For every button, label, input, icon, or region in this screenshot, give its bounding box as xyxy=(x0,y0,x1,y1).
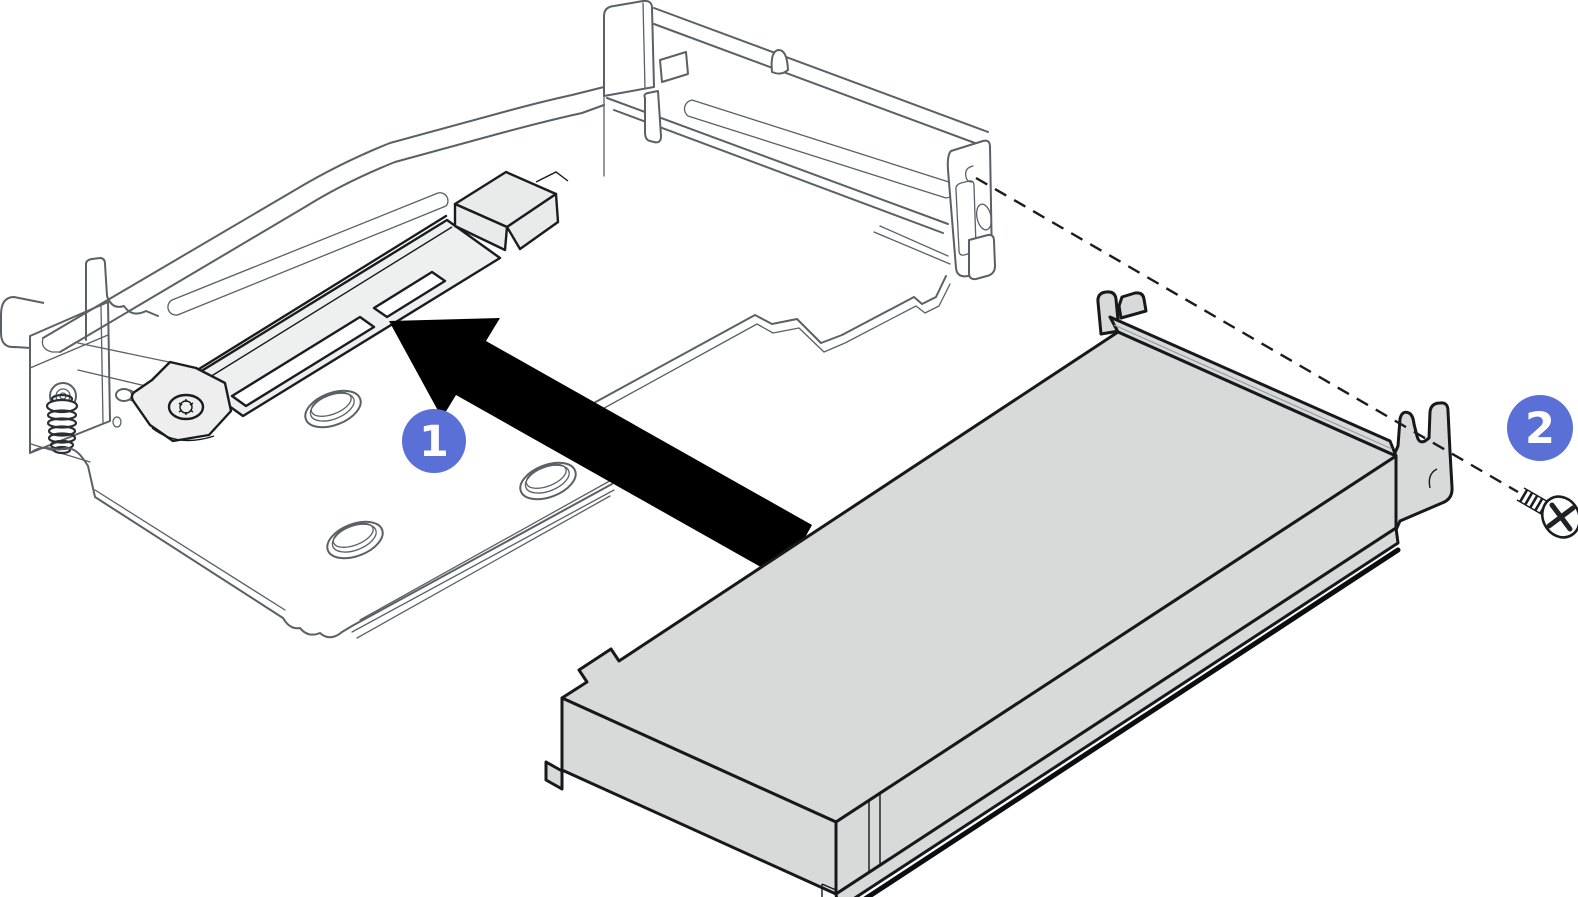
cage-top-rail xyxy=(653,7,989,147)
alignment-dashed-line-icon xyxy=(975,176,1519,494)
cage-corner-post xyxy=(603,0,655,97)
left-bracket-plate xyxy=(29,301,111,454)
adapter-bracket xyxy=(1381,401,1454,538)
phillips-screw-icon xyxy=(1516,487,1578,539)
callout-1: 1 xyxy=(402,409,466,473)
riser-slot xyxy=(130,170,569,443)
captive-screw-spring xyxy=(45,393,79,455)
callout-1-label: 1 xyxy=(419,417,449,467)
cage-screw-hole xyxy=(965,165,974,183)
tray-holes xyxy=(304,389,577,560)
callout-2: 2 xyxy=(1507,395,1573,461)
cage-tray xyxy=(31,446,613,639)
pcie-adapter xyxy=(544,290,1454,897)
riser-cage xyxy=(0,0,996,639)
install-direction-arrow-icon xyxy=(389,318,812,579)
slot-latch xyxy=(130,360,233,443)
callout-2-label: 2 xyxy=(1525,404,1555,454)
